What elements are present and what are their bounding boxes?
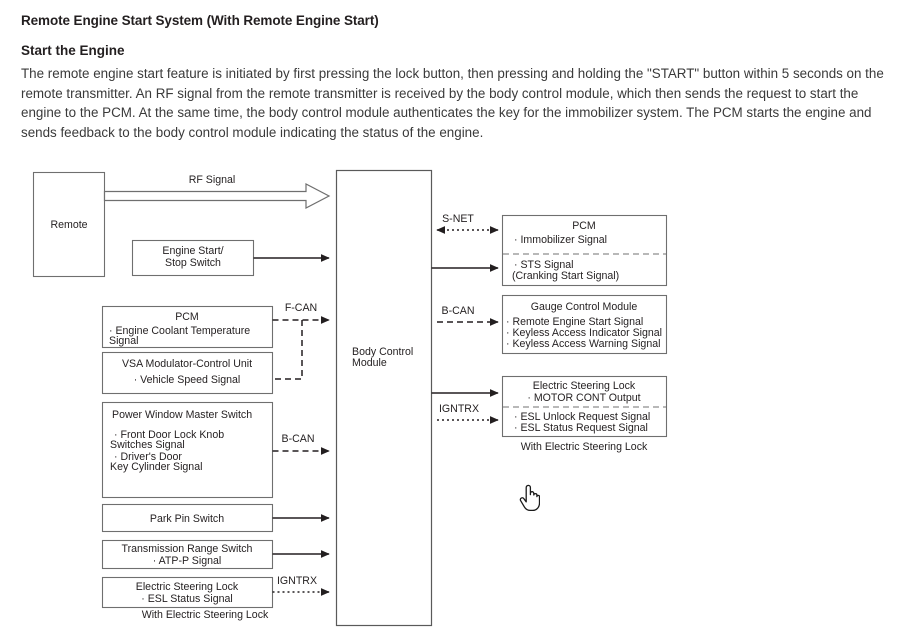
left-footnote: With Electric Steering Lock: [142, 609, 269, 621]
b-can-right-label: B-CAN: [442, 305, 475, 317]
vsa-line-0: · Vehicle Speed Signal: [134, 374, 241, 386]
remote-box-label: Remote: [50, 219, 87, 231]
igntrx-left-label: IGNTRX: [277, 575, 317, 587]
body-paragraph: The remote engine start feature is initi…: [21, 66, 884, 140]
page-title: Remote Engine Start System (With Remote …: [21, 13, 379, 28]
gcm-title: Gauge Control Module: [531, 301, 638, 313]
park-pin-switch-box: Park Pin Switch: [101, 503, 330, 533]
esl-right-title: Electric Steering Lock: [533, 380, 636, 392]
engine-start-switch-line1: Engine Start/: [162, 245, 223, 257]
pwms-line-3: Key Cylinder Signal: [110, 461, 202, 473]
remote-box: Remote: [32, 171, 106, 278]
body-control-module-box: Body Control Module: [335, 169, 433, 627]
gcm-line-0: · Remote Engine Start Signal: [506, 316, 643, 328]
system-block-diagram: Remote RF Signal Engine Start/ Stop Swit…: [0, 150, 913, 640]
bcm-label-line1: Body Control: [352, 346, 413, 358]
electric-steering-lock-left-box: Electric Steering Lock · ESL Status Sign…: [101, 575, 330, 621]
b-can-connector-left: B-CAN: [272, 433, 330, 455]
esl-right-lower-0: · ESL Unlock Request Signal: [514, 411, 650, 423]
vsa-title: VSA Modulator-Control Unit: [122, 358, 252, 370]
esl-left-title: Electric Steering Lock: [136, 581, 239, 593]
igntrx-right-label: IGNTRX: [439, 403, 479, 415]
esl-right-lower-1: · ESL Status Request Signal: [514, 422, 648, 434]
s-net-connector: S-NET: [431, 213, 499, 272]
engine-start-stop-switch-box: Engine Start/ Stop Switch: [131, 239, 330, 277]
bcm-label-line2: Module: [352, 357, 387, 369]
pwms-line-1: Switches Signal: [110, 439, 185, 451]
pcm-right-lower-1: (Cranking Start Signal): [512, 270, 619, 282]
trs-title: Transmission Range Switch: [122, 543, 253, 555]
pwms-title: Power Window Master Switch: [112, 409, 252, 421]
gcm-line-2: · Keyless Access Warning Signal: [506, 338, 660, 350]
pcm-left-box: PCM · Engine Coolant Temperature Signal: [101, 305, 274, 349]
pwms-line-2: · Driver's Door: [114, 451, 182, 463]
engine-start-switch-line2: Stop Switch: [165, 257, 221, 269]
f-can-connector: F-CAN: [272, 302, 330, 380]
pcm-left-line-0: · Engine Coolant Temperature: [109, 325, 250, 337]
pcm-right-box: PCM · Immobilizer Signal · STS Signal (C…: [501, 214, 668, 287]
pcm-right-upper-0: · Immobilizer Signal: [514, 234, 607, 246]
pcm-left-title: PCM: [175, 311, 199, 323]
pcm-right-lower-0: · STS Signal: [514, 259, 573, 271]
pcm-right-title: PCM: [572, 220, 596, 232]
pwms-line-0: · Front Door Lock Knob: [114, 429, 224, 441]
electric-steering-lock-right-box: Electric Steering Lock · MOTOR CONT Outp…: [431, 375, 668, 453]
right-footnote: With Electric Steering Lock: [521, 441, 648, 453]
rf-signal-arrow: RF Signal: [103, 174, 331, 209]
power-window-master-switch-box: Power Window Master Switch · Front Door …: [101, 401, 274, 499]
b-can-left-label: B-CAN: [282, 433, 315, 445]
f-can-label: F-CAN: [285, 302, 317, 314]
rf-signal-label: RF Signal: [189, 174, 236, 186]
trs-line-0: · ATP-P Signal: [153, 555, 222, 567]
vsa-modulator-box: VSA Modulator-Control Unit · Vehicle Spe…: [101, 351, 274, 395]
park-pin-title: Park Pin Switch: [150, 513, 224, 525]
s-net-label: S-NET: [442, 213, 474, 225]
gcm-line-1: · Keyless Access Indicator Signal: [506, 327, 662, 339]
transmission-range-switch-box: Transmission Range Switch · ATP-P Signal: [101, 539, 330, 570]
pcm-left-line-1: Signal: [109, 335, 138, 347]
section-title: Start the Engine: [21, 43, 125, 58]
esl-left-line-0: · ESL Status Signal: [141, 593, 232, 605]
gauge-control-module-box: Gauge Control Module · Remote Engine Sta…: [437, 294, 668, 355]
esl-right-upper-0: · MOTOR CONT Output: [527, 392, 640, 404]
